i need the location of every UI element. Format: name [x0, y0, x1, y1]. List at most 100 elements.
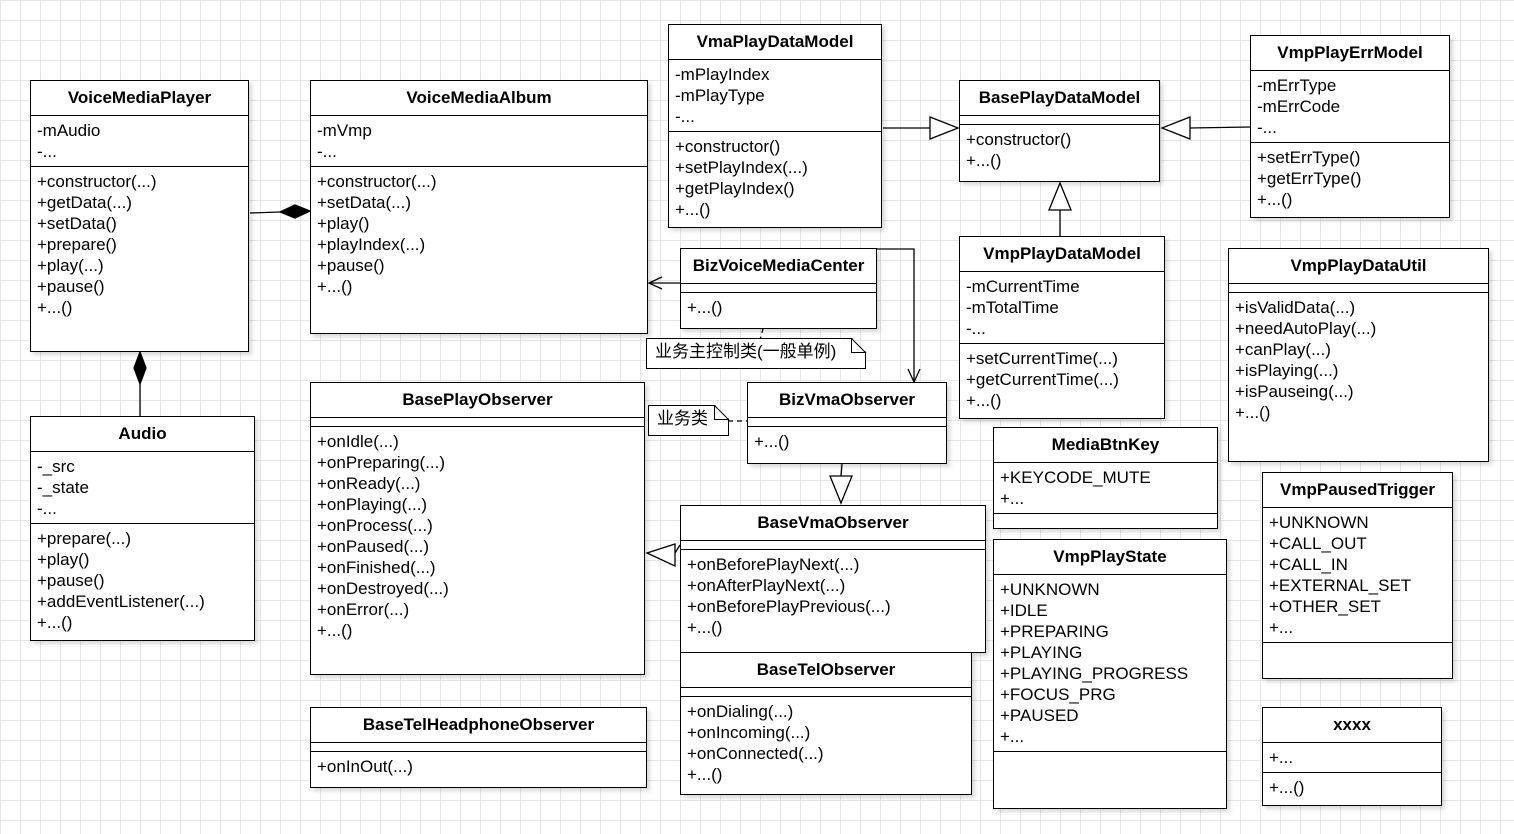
class-bizvmaobserver: BizVmaObserver +...() — [747, 382, 947, 464]
inherit-arrow-biz-basevma — [829, 475, 853, 505]
class-voicemediaalbum: VoiceMediaAlbum-mVmp-...+constructor(...… — [310, 80, 648, 334]
attributes-section — [1229, 284, 1488, 293]
attribute: +... — [1000, 489, 1025, 508]
attribute: -mPlayIndex — [675, 65, 770, 84]
class-name: VmpPlayDataModel — [960, 237, 1164, 272]
method: +...() — [1235, 403, 1271, 422]
method: +onPreparing(...) — [317, 453, 446, 472]
method: +onBeforePlayPrevious(...) — [687, 597, 891, 616]
attribute: +... — [1000, 727, 1025, 746]
inherit-basevma-baseplay — [674, 544, 681, 554]
attributes-section: -mVmp-... — [311, 116, 647, 167]
attributes-section — [681, 541, 985, 550]
method: +onProcess(...) — [317, 516, 433, 535]
method: +pause() — [317, 256, 385, 275]
methods-section — [994, 514, 1217, 528]
class-mediabtnkey: MediaBtnKey+KEYCODE_MUTE+... — [993, 427, 1218, 529]
method: +...() — [37, 613, 73, 632]
composition-player-album — [249, 211, 281, 214]
inherit-err-base — [1189, 126, 1251, 129]
attribute: -... — [966, 319, 986, 338]
method: +...() — [1257, 190, 1293, 209]
methods-section: +constructor()+setPlayIndex(...)+getPlay… — [669, 132, 881, 227]
method: +setData() — [37, 214, 117, 233]
method: +...() — [754, 432, 790, 451]
class-xxxx: xxxx +... +...() — [1262, 707, 1442, 806]
methods-section: +isValidData(...)+needAutoPlay(...)+canP… — [1229, 293, 1488, 461]
method: +...() — [37, 298, 73, 317]
assoc-arrowhead-album — [647, 276, 663, 290]
attribute: +... — [1269, 618, 1294, 637]
class-name: BaseTelObserver — [681, 653, 971, 688]
attributes-section: +KEYCODE_MUTE +... — [994, 463, 1217, 514]
method: +isPauseing(...) — [1235, 382, 1354, 401]
attributes-section: +UNKNOWN+CALL_OUT+CALL_IN+EXTERNAL_SET+O… — [1263, 508, 1452, 643]
methods-section: +onBeforePlayNext(...) +onAfterPlayNext(.… — [681, 550, 985, 652]
method: +constructor(...) — [37, 172, 157, 191]
method: +onIncoming(...) — [687, 723, 811, 742]
class-vmppausedtrigger: VmpPausedTrigger+UNKNOWN+CALL_OUT+CALL_I… — [1262, 472, 1453, 679]
method: +onBeforePlayNext(...) — [687, 555, 860, 574]
attribute: -... — [317, 142, 337, 161]
method: +playIndex(...) — [317, 235, 426, 254]
method: +play() — [37, 550, 90, 569]
method: +...() — [317, 621, 353, 640]
methods-section: +...() — [681, 293, 876, 328]
attribute: +PAUSED — [1000, 706, 1079, 725]
class-name: VmpPlayErrModel — [1251, 36, 1449, 71]
class-audio: Audio-_src-_state-...+prepare(...)+play(… — [30, 416, 255, 641]
method: +prepare() — [37, 235, 117, 254]
class-name: xxxx — [1263, 708, 1441, 743]
attributes-section: -mAudio-... — [31, 116, 248, 167]
methods-section: +constructor(...)+setData(...)+play()+pl… — [311, 167, 647, 333]
class-name: BizVmaObserver — [748, 383, 946, 418]
method: +setData(...) — [317, 193, 412, 212]
attribute: +UNKNOWN — [1269, 513, 1369, 532]
methods-section: +onIdle(...)+onPreparing(...)+onReady(..… — [311, 427, 644, 674]
methods-section: +setCurrentTime(...)+getCurrentTime(...)… — [960, 344, 1164, 418]
method: +addEventListener(...) — [37, 592, 205, 611]
attribute: +KEYCODE_MUTE — [1000, 468, 1151, 487]
attributes-section — [681, 688, 971, 697]
methods-section: +...() — [748, 427, 946, 463]
attribute: +FOCUS_PRG — [1000, 685, 1116, 704]
attribute: +PREPARING — [1000, 622, 1109, 641]
attribute: -_state — [37, 478, 89, 497]
attribute: +UNKNOWN — [1000, 580, 1100, 599]
method: +play() — [317, 214, 370, 233]
method: +onError(...) — [317, 600, 410, 619]
method: +setPlayIndex(...) — [675, 158, 808, 177]
method: +pause() — [37, 571, 105, 590]
class-name: VmaPlayDataModel — [669, 25, 881, 60]
class-name: VmpPlayDataUtil — [1229, 249, 1488, 284]
attribute: -... — [675, 107, 695, 126]
attribute: +CALL_IN — [1269, 555, 1348, 574]
method: +...() — [687, 765, 723, 784]
attributes-section: +UNKNOWN+IDLE+PREPARING+PLAYING+PLAYING_… — [994, 575, 1226, 752]
attribute: +PLAYING — [1000, 643, 1083, 662]
attributes-section — [748, 418, 946, 427]
method: +...() — [966, 391, 1002, 410]
methods-section: +prepare(...)+play()+pause()+addEventLis… — [31, 524, 254, 640]
attributes-section — [311, 418, 644, 427]
inherit-arrow-basevma-baseplay — [645, 543, 676, 568]
note-biz: 业务类 — [648, 405, 729, 436]
methods-section — [994, 752, 1226, 808]
method: +getErrType() — [1257, 169, 1362, 188]
class-name: VmpPlayState — [994, 540, 1226, 575]
attributes-section: -mPlayIndex-mPlayType-... — [669, 60, 881, 132]
method: +isValidData(...) — [1235, 298, 1356, 317]
class-name: BasePlayObserver — [311, 383, 644, 418]
method: +onAfterPlayNext(...) — [687, 576, 846, 595]
attribute: +... — [1269, 748, 1294, 767]
attributes-section: +... — [1263, 743, 1441, 773]
method: +...() — [1269, 778, 1305, 797]
method: +onInOut(...) — [317, 757, 413, 776]
inherit-biz-basevma — [840, 463, 843, 477]
methods-section: +constructor(...)+getData(...)+setData()… — [31, 167, 248, 351]
class-name: BaseVmaObserver — [681, 506, 985, 541]
class-vmpplaystate: VmpPlayState+UNKNOWN+IDLE+PREPARING+PLAY… — [993, 539, 1227, 809]
method: +setErrType() — [1257, 148, 1361, 167]
attribute: -mTotalTime — [966, 298, 1059, 317]
